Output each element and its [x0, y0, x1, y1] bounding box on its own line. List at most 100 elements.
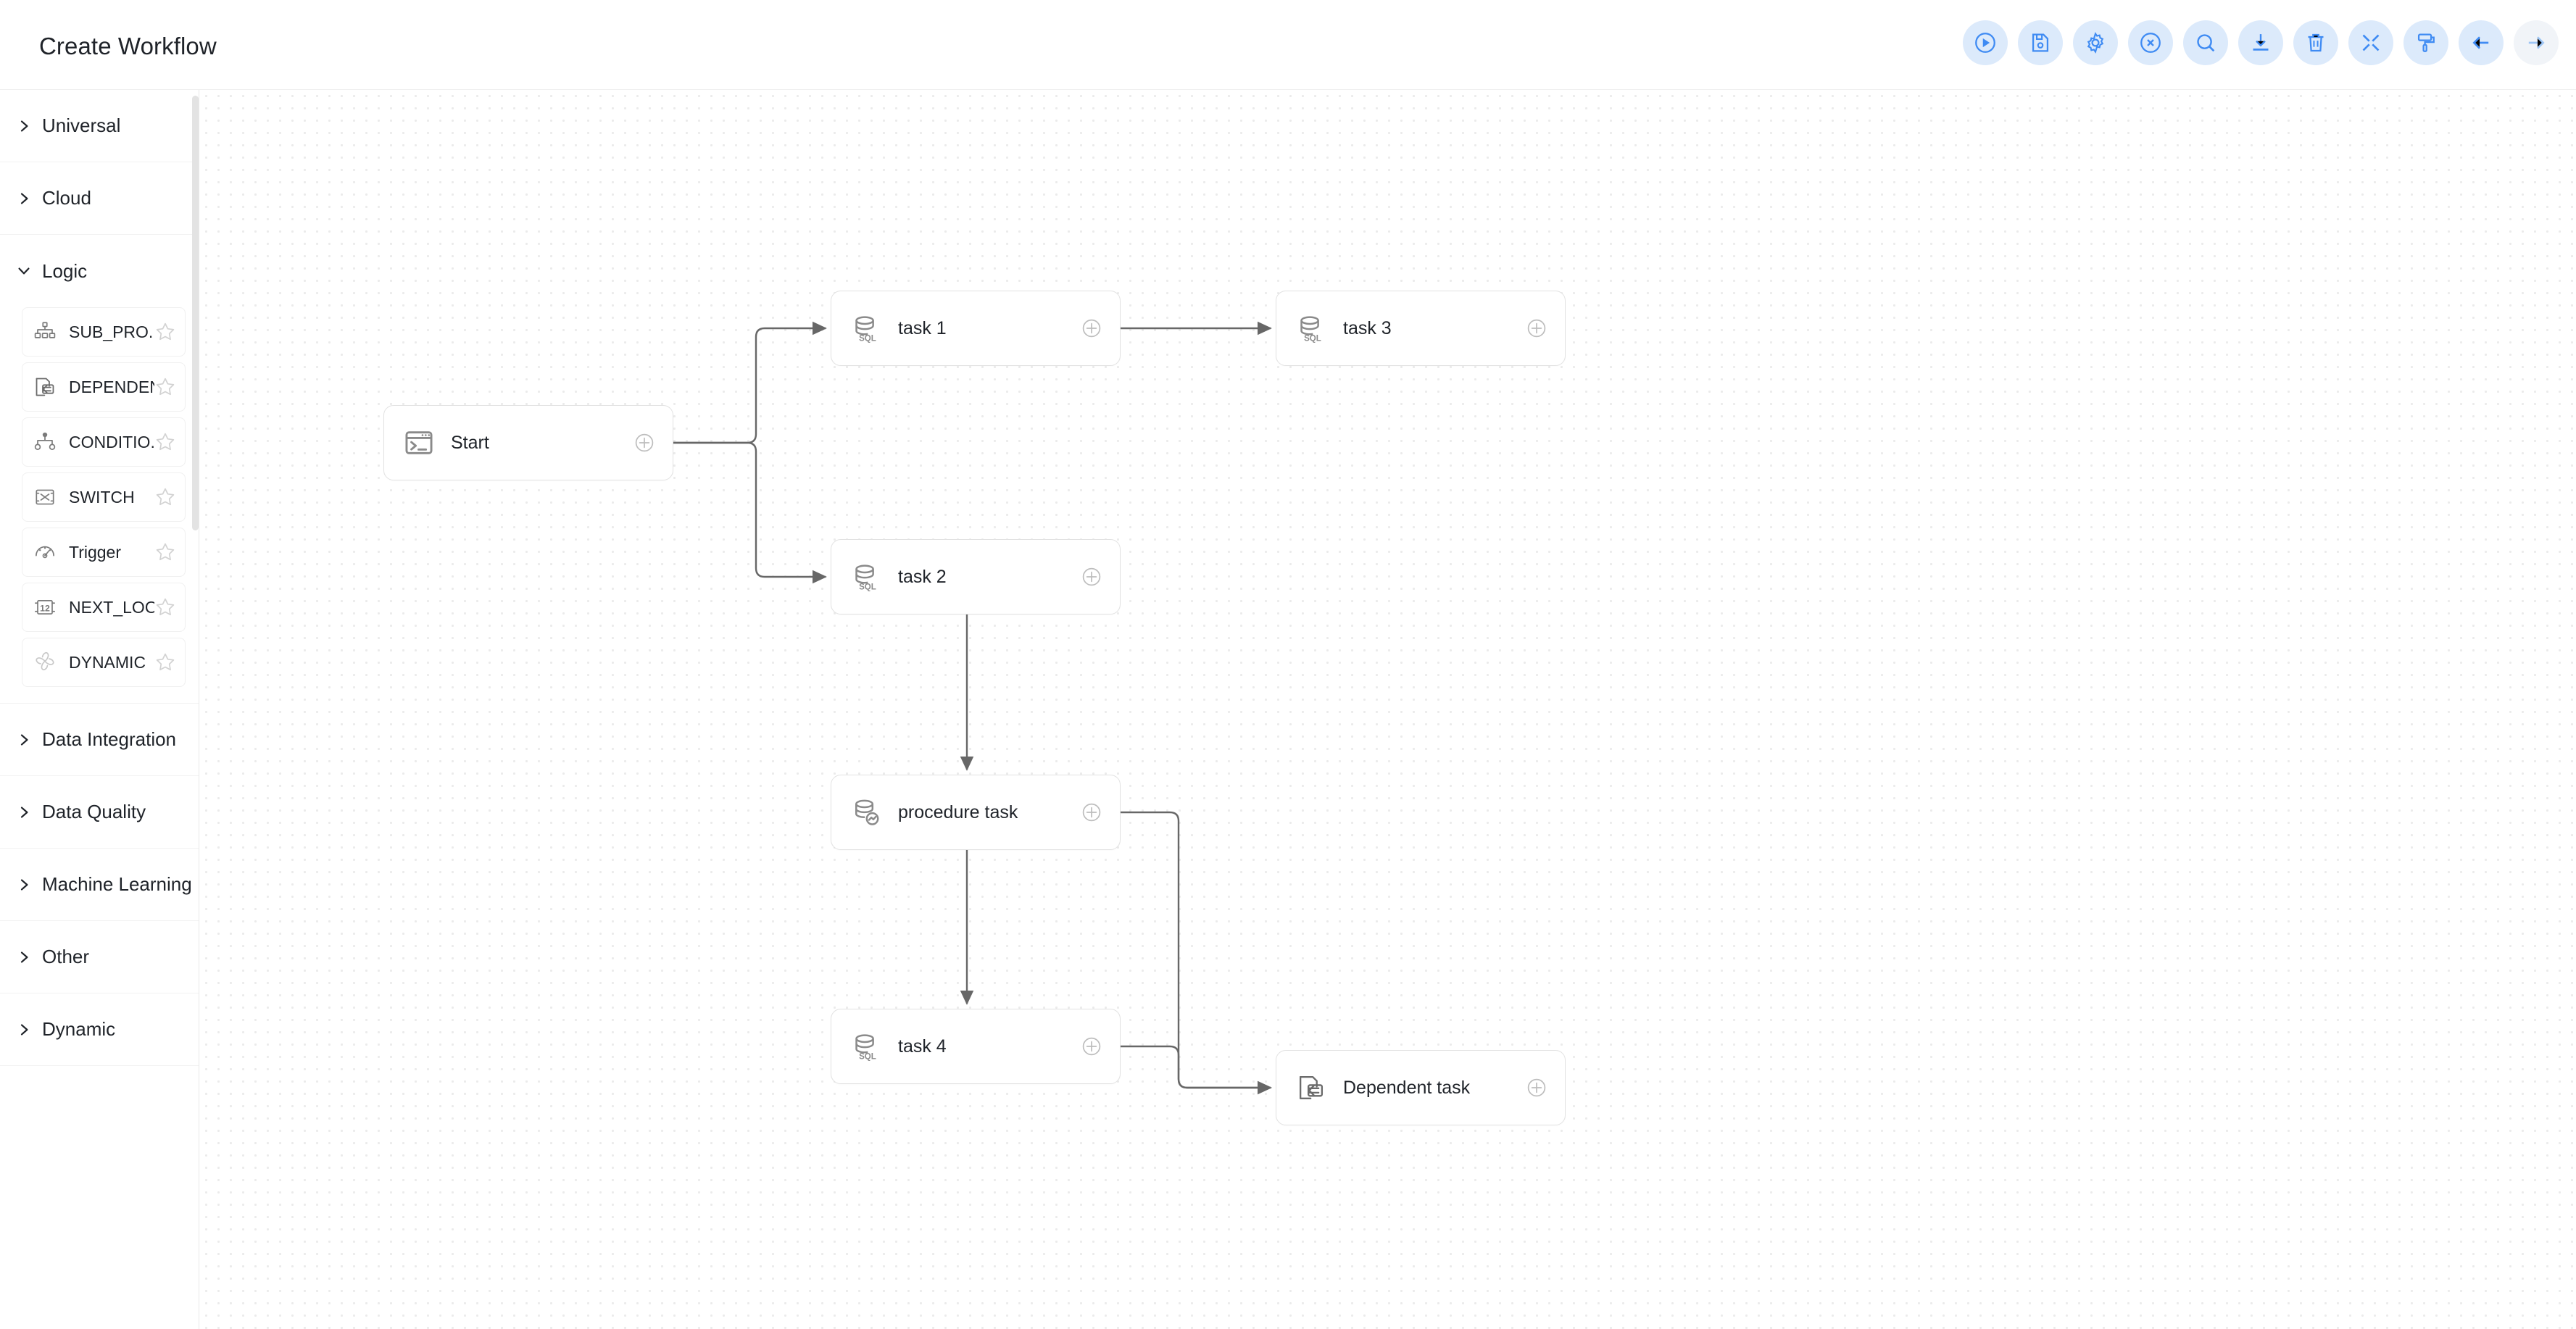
add-downstream-task-icon[interactable] — [632, 430, 657, 455]
download-icon — [2248, 30, 2273, 55]
fullscreen-button[interactable] — [2348, 20, 2393, 65]
chevron-right-icon — [16, 949, 32, 965]
palette-item-next-loop[interactable]: 12 NEXT_LOOP — [22, 583, 186, 632]
trigger-icon — [33, 540, 57, 564]
svg-text:SQL: SQL — [859, 583, 876, 591]
star-icon[interactable] — [154, 651, 176, 673]
close-button[interactable] — [2128, 20, 2173, 65]
star-icon[interactable] — [154, 596, 176, 618]
palette-item-label: SUB_PRO... — [69, 322, 154, 341]
sidebar-category-label: Data Integration — [42, 728, 177, 750]
edge-task4-to-dependent[interactable] — [1121, 1045, 1272, 1095]
workflow-node-start[interactable]: Start — [383, 405, 673, 480]
palette-item-label: CONDITIO... — [69, 432, 154, 451]
sidebar-category-dynamic[interactable]: Dynamic — [0, 993, 199, 1066]
workflow-edges — [673, 321, 1272, 1095]
svg-text:SQL: SQL — [859, 1052, 876, 1061]
run-button[interactable] — [1963, 20, 2008, 65]
sidebar-category-data-integration[interactable]: Data Integration — [0, 704, 199, 776]
sidebar-category-cloud[interactable]: Cloud — [0, 162, 199, 235]
sidebar-category-label: Universal — [42, 114, 121, 136]
palette-item-label: DYNAMIC — [69, 652, 146, 672]
next-loop-icon: 12 — [33, 595, 57, 620]
chevron-right-icon — [16, 191, 32, 207]
workflow-node-procedure[interactable]: procedure task — [831, 775, 1121, 850]
svg-text:SQL: SQL — [859, 334, 876, 343]
format-button[interactable] — [2403, 20, 2448, 65]
edge-start-to-task1[interactable] — [673, 321, 827, 444]
add-downstream-task-icon[interactable] — [1524, 316, 1549, 341]
workflow-node-task2[interactable]: SQL task 2 — [831, 539, 1121, 614]
workflow-node-label: task 3 — [1343, 317, 1392, 338]
add-downstream-task-icon[interactable] — [1079, 316, 1104, 341]
chevron-right-icon — [16, 118, 32, 134]
palette-item-switch[interactable]: SWITCH — [22, 472, 186, 522]
palette-item-label: SWITCH — [69, 487, 135, 507]
svg-text:SQL: SQL — [1304, 334, 1321, 343]
chevron-right-icon — [16, 732, 32, 748]
star-icon[interactable] — [154, 486, 176, 508]
undo-button[interactable] — [2459, 20, 2504, 65]
workflow-node-task3[interactable]: SQL task 3 — [1276, 291, 1566, 366]
settings-button[interactable] — [2073, 20, 2118, 65]
sidebar-category-label: Logic — [42, 259, 88, 282]
close-circle-icon — [2138, 30, 2163, 55]
sidebar-category-universal[interactable]: Universal — [0, 90, 199, 162]
trash-icon — [2303, 30, 2328, 55]
sql-icon: SQL — [1295, 312, 1327, 344]
sidebar-category-label: Dynamic — [42, 1018, 116, 1040]
star-icon[interactable] — [154, 376, 176, 398]
dependent-icon — [33, 375, 57, 399]
workflow-node-label: Start — [451, 432, 489, 453]
search-button[interactable] — [2183, 20, 2228, 65]
palette-item-sub-pro[interactable]: SUB_PRO... — [22, 307, 186, 357]
star-icon[interactable] — [154, 541, 176, 563]
palette-item-conditio[interactable]: CONDITIO... — [22, 417, 186, 467]
chevron-right-icon — [16, 804, 32, 820]
sidebar-category-label: Machine Learning — [42, 873, 192, 895]
toolbar — [1963, 20, 2559, 65]
add-downstream-task-icon[interactable] — [1079, 564, 1104, 589]
workflow-node-label: task 2 — [898, 566, 947, 587]
save-button[interactable] — [2018, 20, 2063, 65]
palette-item-dynamic[interactable]: DYNAMIC — [22, 638, 186, 687]
palette-item-dependent[interactable]: DEPENDENT — [22, 362, 186, 412]
sidebar-category-other[interactable]: Other — [0, 921, 199, 993]
sql-icon: SQL — [850, 312, 882, 344]
delete-button[interactable] — [2293, 20, 2338, 65]
sidebar-category-machine-learning[interactable]: Machine Learning — [0, 849, 199, 921]
sql-icon: SQL — [850, 561, 882, 593]
palette-item-trigger[interactable]: Trigger — [22, 528, 186, 577]
palette-item-label: NEXT_LOOP — [69, 597, 154, 617]
paint-roller-icon — [2414, 30, 2438, 55]
redo-button[interactable] — [2514, 20, 2559, 65]
chevron-right-icon — [16, 877, 32, 893]
arrow-left-icon — [2469, 30, 2493, 55]
sub-process-icon — [33, 320, 57, 344]
workflow-node-label: task 1 — [898, 317, 947, 338]
palette-item-label: DEPENDENT — [69, 377, 154, 396]
workflow-node-task1[interactable]: SQL task 1 — [831, 291, 1121, 366]
sql-icon: SQL — [850, 1030, 882, 1062]
arrow-right-icon — [2524, 30, 2548, 55]
workflow-node-label: procedure task — [898, 801, 1018, 822]
sql-procedure-icon — [850, 796, 882, 828]
add-downstream-task-icon[interactable] — [1079, 1034, 1104, 1059]
sidebar-category-logic[interactable]: Logic — [0, 235, 199, 307]
sidebar-category-label: Cloud — [42, 187, 91, 209]
workflow-node-dependent[interactable]: Dependent task — [1276, 1050, 1566, 1125]
add-downstream-task-icon[interactable] — [1079, 800, 1104, 825]
edge-start-to-task2[interactable] — [673, 441, 827, 584]
sidebar-scrollbar[interactable] — [192, 96, 199, 530]
star-icon[interactable] — [154, 431, 176, 453]
dynamic-icon — [33, 650, 57, 675]
chevron-right-icon — [16, 1022, 32, 1038]
download-button[interactable] — [2238, 20, 2283, 65]
star-icon[interactable] — [154, 321, 176, 343]
add-downstream-task-icon[interactable] — [1524, 1075, 1549, 1100]
sidebar-category-label: Data Quality — [42, 801, 146, 822]
sidebar-category-data-quality[interactable]: Data Quality — [0, 776, 199, 849]
